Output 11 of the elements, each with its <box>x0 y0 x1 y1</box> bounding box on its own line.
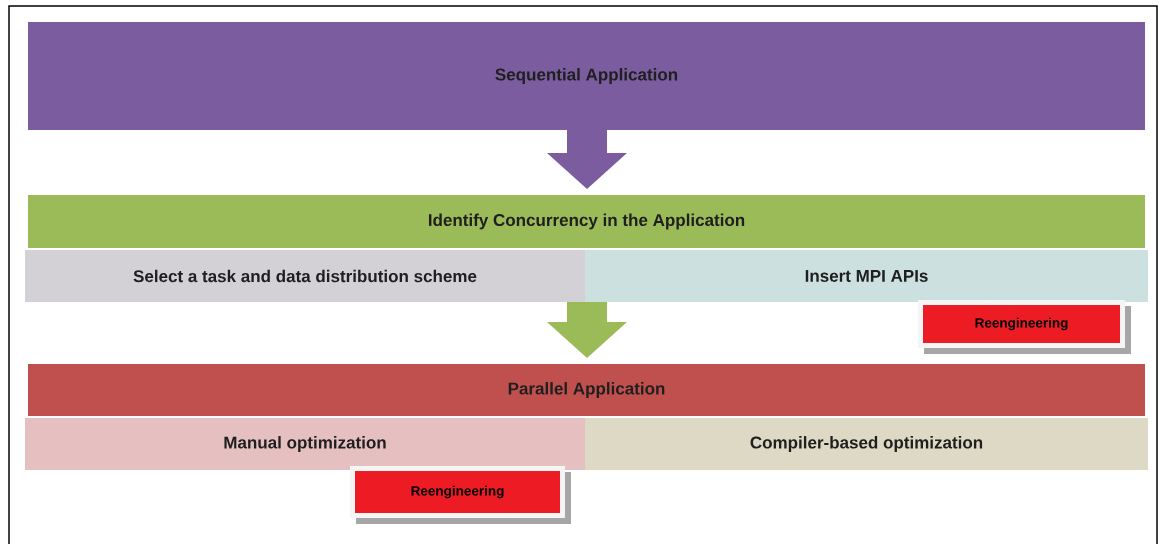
band: Select a task and data distribution scheme <box>25 250 585 302</box>
block-arrow <box>547 302 627 358</box>
band: Sequential Application <box>28 22 1145 130</box>
band: Manual optimization <box>25 418 585 470</box>
block-arrow <box>547 130 627 189</box>
band: Insert MPI APIs <box>585 250 1148 302</box>
band: Identify Concurrency in the Application <box>28 195 1145 248</box>
tag-box: Reengineering <box>918 300 1131 354</box>
band: Compiler-based optimization <box>585 418 1148 470</box>
tag-box: Reengineering <box>350 466 571 524</box>
band: Parallel Application <box>28 364 1145 416</box>
